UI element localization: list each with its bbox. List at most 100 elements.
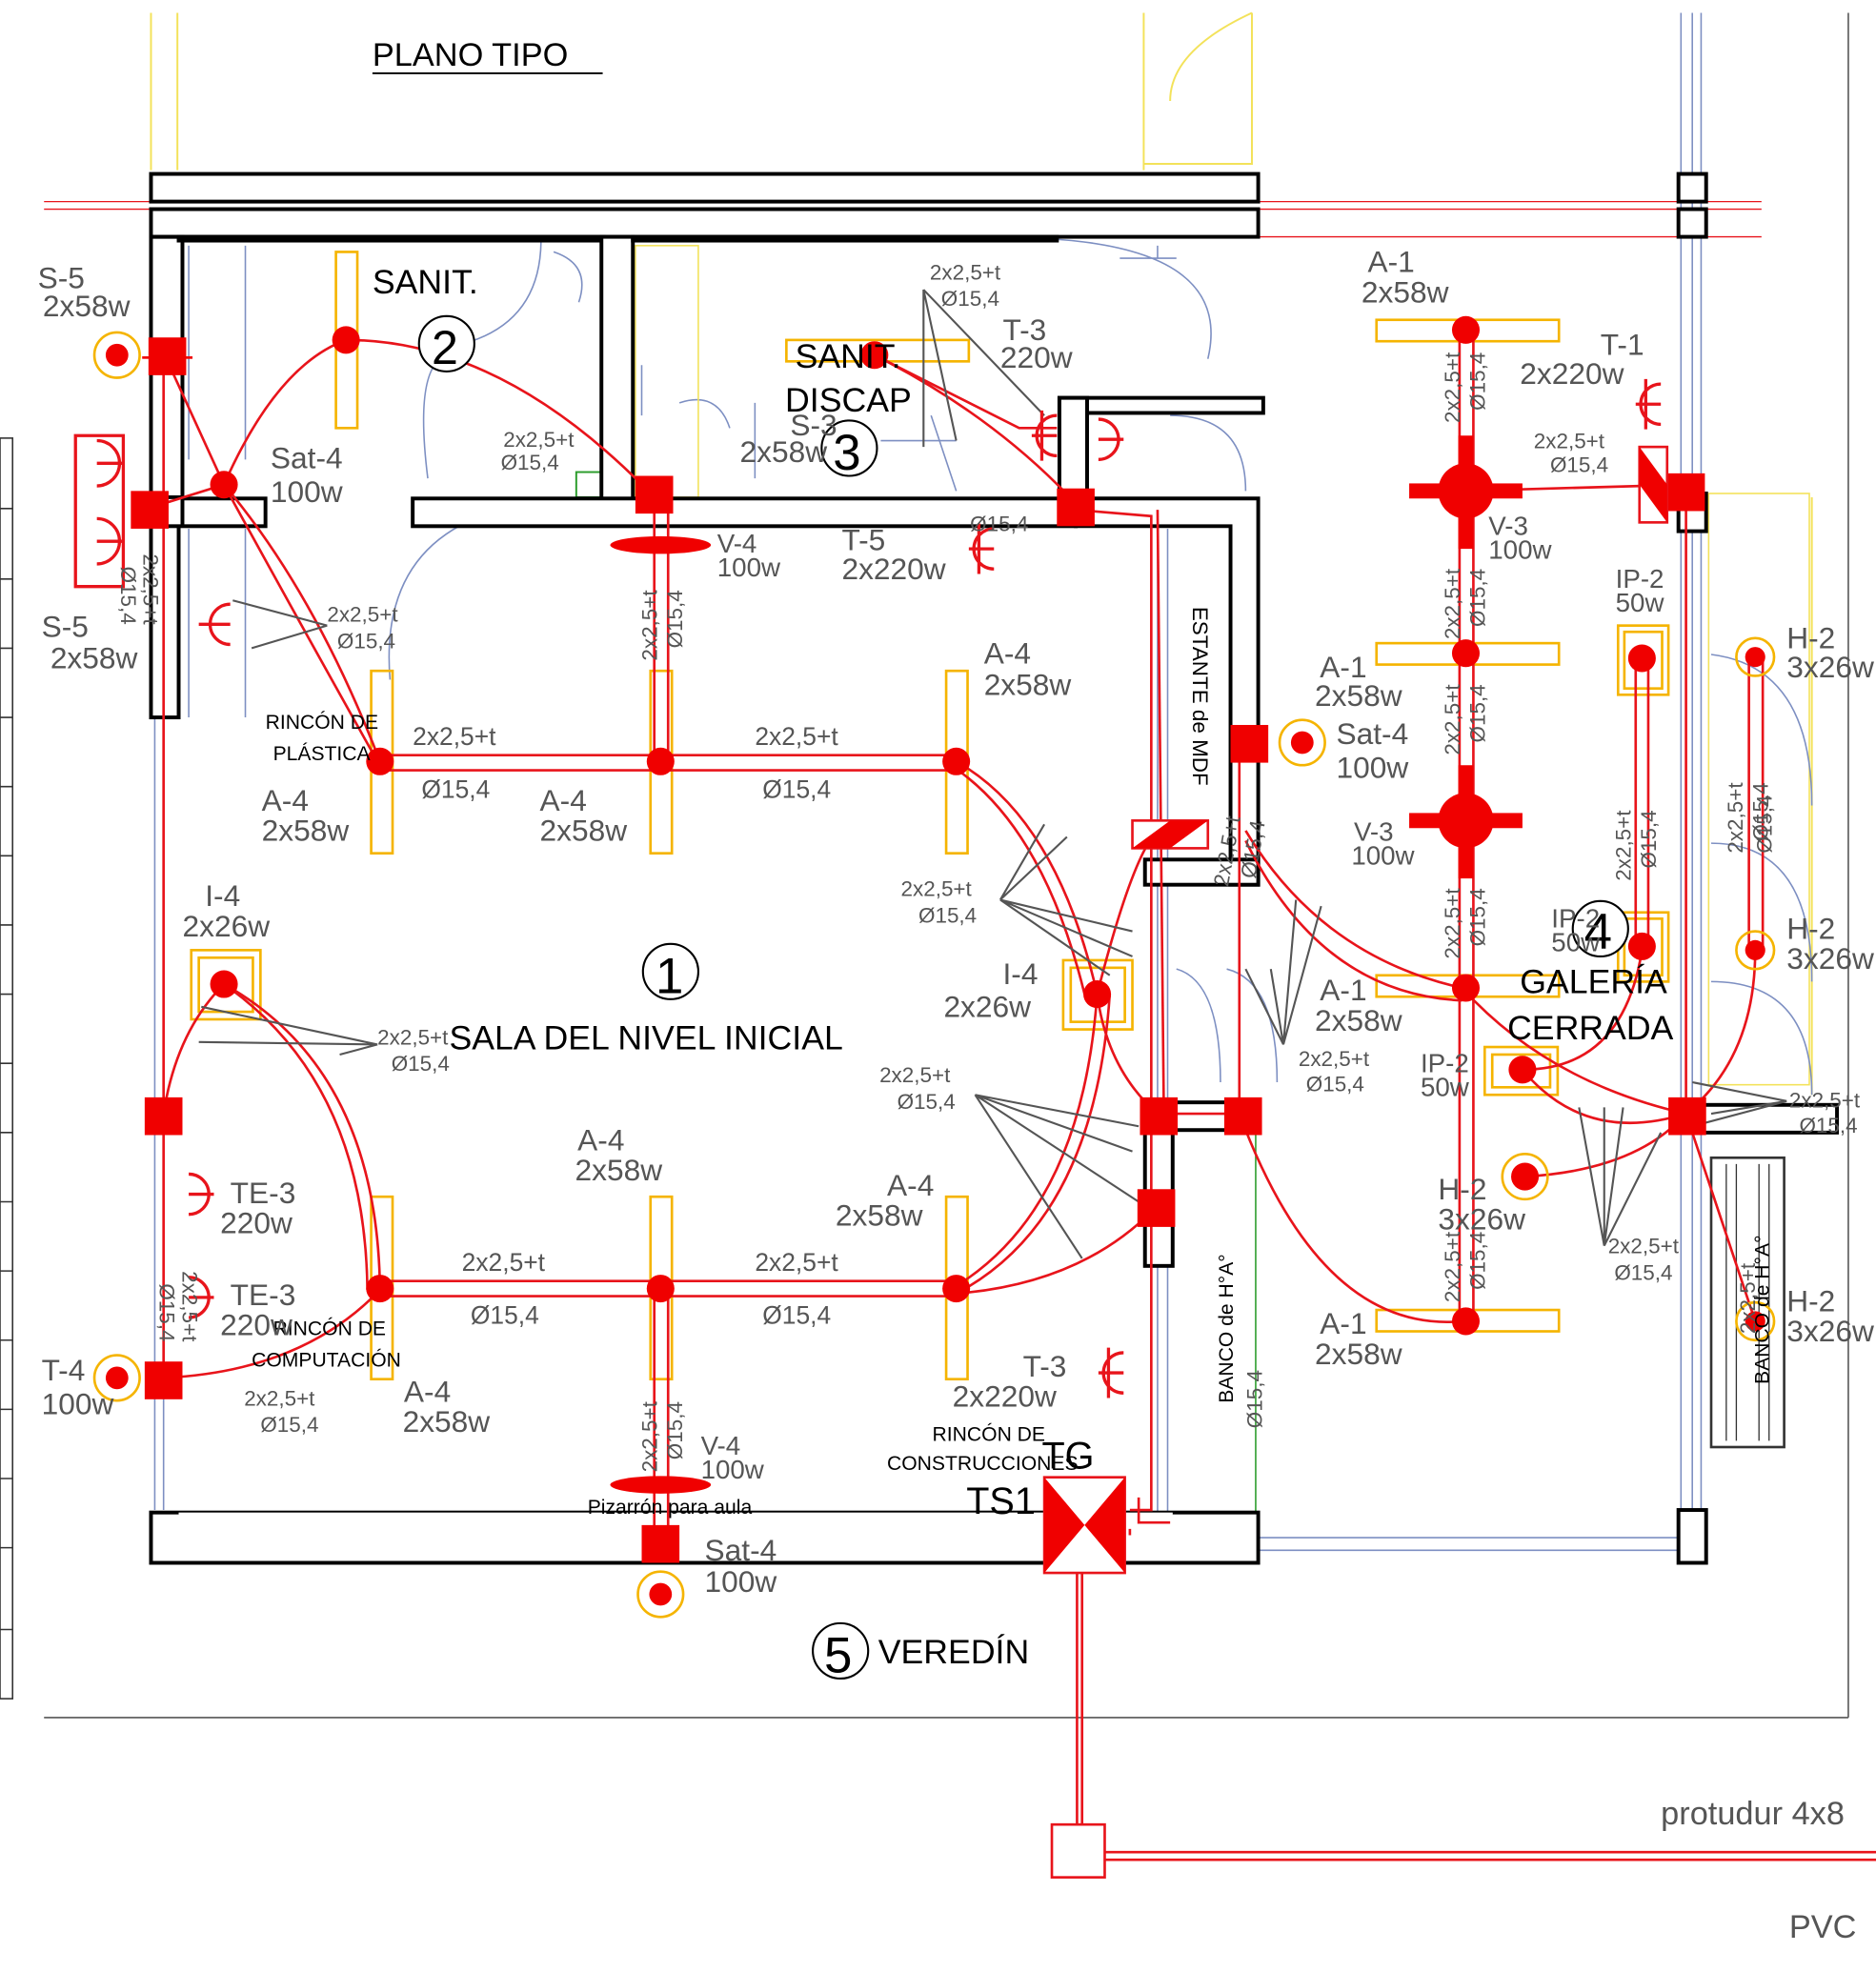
svg-text:A-1: A-1 — [1320, 973, 1366, 1007]
room-name: DISCAP — [785, 381, 912, 419]
svg-text:H-2: H-2 — [1438, 1172, 1486, 1206]
svg-text:220w: 220w — [220, 1307, 292, 1341]
exhaust-fan-icon — [610, 535, 712, 1494]
svg-text:Ø15,4: Ø15,4 — [116, 567, 140, 625]
svg-text:3x26w: 3x26w — [1786, 1314, 1874, 1348]
svg-text:2x2,5+t: 2x2,5+t — [1789, 1088, 1861, 1112]
svg-text:50w: 50w — [1421, 1073, 1470, 1102]
svg-text:2x2,5+t: 2x2,5+t — [1441, 888, 1464, 959]
svg-text:Ø15,4: Ø15,4 — [1752, 795, 1776, 854]
wiring-label-plain: Ø15,4 — [1243, 1370, 1267, 1428]
electrical-symbols — [73, 314, 1776, 1680]
wiring-label-vertical: 2x2,5+t — [1736, 1262, 1760, 1334]
svg-text:2x58w: 2x58w — [50, 641, 138, 675]
svg-text:2x58w: 2x58w — [403, 1404, 491, 1439]
svg-text:100w: 100w — [42, 1387, 114, 1421]
panel-label: TG — [1041, 1435, 1094, 1477]
room-name: CERRADA — [1507, 1009, 1673, 1047]
junction-box — [131, 337, 1706, 1563]
svg-text:2x2,5+t: 2x2,5+t — [930, 260, 1001, 284]
svg-text:2x58w: 2x58w — [575, 1153, 663, 1187]
svg-text:100w: 100w — [271, 474, 343, 509]
svg-text:S-5: S-5 — [38, 261, 85, 295]
svg-text:S-3: S-3 — [790, 408, 837, 442]
svg-text:A-1: A-1 — [1320, 650, 1366, 684]
svg-text:2x2,5+t: 2x2,5+t — [327, 603, 398, 627]
svg-text:IP-2: IP-2 — [1616, 564, 1664, 594]
svg-text:2x2,5+t: 2x2,5+t — [1608, 1235, 1680, 1258]
svg-text:Sat-4: Sat-4 — [1336, 716, 1408, 751]
svg-text:T-3: T-3 — [1003, 312, 1047, 347]
note-label: BANCO de H°A° — [1752, 1235, 1774, 1384]
corner-label: RINCÓN DE — [933, 1423, 1045, 1445]
note-label: ESTANTE de MDF — [1188, 607, 1212, 786]
ceiling-fan-icon — [1409, 435, 1523, 879]
svg-text:2x220w: 2x220w — [953, 1379, 1057, 1414]
svg-text:H-2: H-2 — [1786, 911, 1835, 945]
svg-text:Ø15,4: Ø15,4 — [1748, 782, 1772, 840]
svg-text:220w: 220w — [1000, 340, 1073, 374]
svg-text:100w: 100w — [1488, 535, 1552, 565]
svg-text:2x2,5+t: 2x2,5+t — [1441, 352, 1464, 423]
svg-text:A-4: A-4 — [887, 1168, 934, 1202]
svg-text:Sat-4: Sat-4 — [705, 1533, 777, 1567]
room-name: VEREDÍN — [878, 1633, 1029, 1671]
svg-text:2x2,5+t: 2x2,5+t — [901, 877, 973, 901]
svg-text:2x2,5+t: 2x2,5+t — [503, 428, 575, 452]
svg-text:A-4: A-4 — [577, 1122, 624, 1157]
room-number: 1 — [656, 948, 683, 1004]
svg-text:2x2,5+t: 2x2,5+t — [462, 1248, 546, 1277]
svg-text:Ø15,4: Ø15,4 — [1306, 1072, 1364, 1096]
plan-title: PLANO TIPO — [372, 37, 603, 74]
svg-text:100w: 100w — [1336, 750, 1408, 784]
svg-text:Ø15,4: Ø15,4 — [762, 1301, 831, 1330]
svg-text:Ø15,4: Ø15,4 — [663, 590, 687, 648]
svg-text:2x2,5+t: 2x2,5+t — [244, 1386, 315, 1410]
room-number-circles — [417, 314, 1629, 1680]
svg-text:2x2,5+t: 2x2,5+t — [637, 1400, 661, 1472]
svg-text:Ø15,4: Ø15,4 — [1465, 1232, 1489, 1290]
svg-text:I-4: I-4 — [1003, 956, 1039, 991]
note-label: BANCO de H°A° — [1216, 1254, 1238, 1403]
svg-text:I-4: I-4 — [205, 878, 240, 913]
svg-text:T-5: T-5 — [841, 522, 885, 556]
svg-text:100w: 100w — [717, 553, 781, 582]
annotation-pointers — [198, 289, 1787, 1259]
svg-text:3x26w: 3x26w — [1438, 1202, 1525, 1237]
svg-text:V-3: V-3 — [1488, 512, 1528, 541]
svg-text:Ø15,4: Ø15,4 — [260, 1413, 318, 1437]
svg-text:Ø15,4: Ø15,4 — [970, 513, 1028, 536]
svg-text:H-2: H-2 — [1786, 620, 1835, 654]
svg-text:2x58w: 2x58w — [1315, 1003, 1402, 1037]
svg-text:Ø15,4: Ø15,4 — [1550, 453, 1608, 477]
room-labels: 2 SANIT. 3 SANIT. DISCAP 1 SALA DEL NIVE… — [373, 263, 1674, 1683]
svg-text:50w: 50w — [1616, 588, 1665, 617]
legend-note: protudur 4x8 — [1661, 1796, 1845, 1832]
